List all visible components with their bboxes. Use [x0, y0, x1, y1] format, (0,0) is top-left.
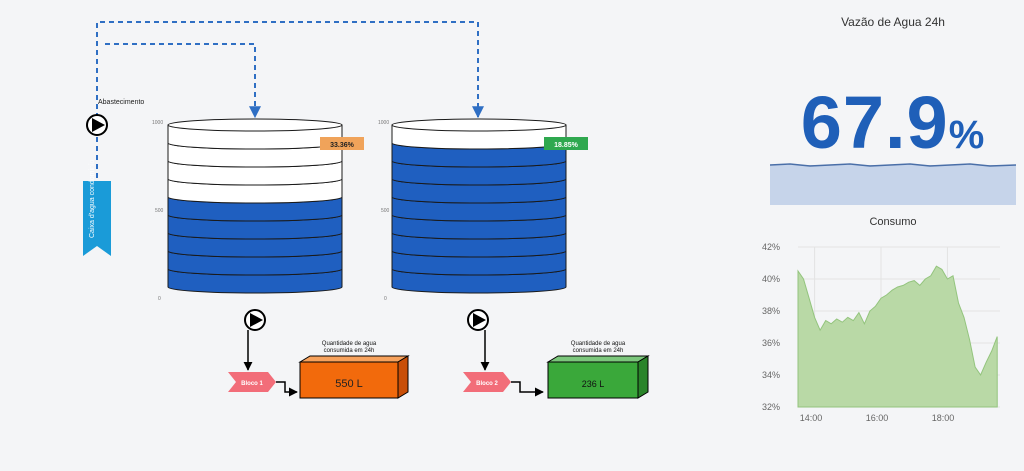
bloco-1-caption-1: Quantidade de agua	[322, 341, 377, 347]
badge-bg	[544, 137, 588, 150]
consumo-area-series	[797, 265, 998, 408]
tank-segment	[391, 214, 567, 240]
tank-segment	[167, 142, 343, 168]
outlet-pump-1-icon[interactable]	[244, 309, 266, 331]
tank-segment	[167, 214, 343, 240]
scale-tick: 0	[384, 296, 387, 302]
tank-segment	[167, 160, 343, 186]
bloco-1[interactable]: Bloco 1	[228, 372, 276, 392]
x-tick-label: 14:00	[800, 413, 823, 423]
outlet-pump-2-icon[interactable]	[467, 309, 489, 331]
y-tick-label: 32%	[762, 402, 780, 412]
gauge-value: 67.9%	[770, 80, 1016, 165]
tank-segment	[167, 196, 343, 222]
y-tick-label: 36%	[762, 338, 780, 348]
tank-1-percent-label: 33.36%	[330, 142, 355, 149]
x-tick-label: 16:00	[866, 413, 889, 423]
tank-1	[167, 118, 343, 294]
scale-tick: 0	[158, 296, 161, 302]
abastecimento-label: Abastecimento	[98, 99, 144, 106]
tank-segment	[391, 178, 567, 204]
consumo-chart: 42% 40% 38% 36% 34% 32% 14:00 16:00 18:0…	[762, 242, 1000, 423]
caixa-agua-banner: Caixa d'agua condominio	[83, 160, 111, 256]
tank-segment	[391, 232, 567, 258]
gauge-sparkline	[770, 163, 1016, 205]
tank-segment	[167, 268, 343, 294]
y-tick-label: 34%	[762, 370, 780, 380]
flow-arrow	[276, 381, 298, 397]
bloco-2[interactable]: Bloco 2	[463, 372, 511, 392]
caixa-agua-label: Caixa d'agua condominio	[89, 160, 96, 238]
y-tick-label: 40%	[762, 274, 780, 284]
bloco-2-value: 236 L	[582, 379, 605, 389]
bloco-1-consumption-box: Quantidade de agua consumida em 24h 550 …	[298, 341, 410, 399]
tank-segment	[391, 268, 567, 294]
y-tick-label: 38%	[762, 306, 780, 316]
bloco-1-caption-2: consumida em 24h	[324, 348, 375, 354]
supply-pump-icon[interactable]	[86, 114, 108, 136]
flow-arrow	[511, 381, 544, 397]
consumo-title: Consumo	[869, 216, 917, 228]
tank-2-percent-label: 18.85%	[554, 142, 579, 149]
bloco-2-label: Bloco 2	[476, 381, 498, 387]
tank-2	[391, 118, 567, 294]
bloco-2-consumption-box: Quantidade de agua consumida em 24h 236 …	[546, 341, 650, 399]
scale-ticks-2: 1000 500 0	[378, 120, 390, 302]
plant-diagram: Abastecimento Caixa d'agua condominio 10…	[83, 21, 650, 399]
tank-segment	[391, 142, 567, 168]
bloco-1-value: 550 L	[335, 378, 363, 390]
bloco-1-label: Bloco 1	[241, 381, 263, 387]
scale-tick: 500	[381, 208, 390, 214]
tank-segment	[391, 250, 567, 276]
y-tick-label: 42%	[762, 242, 780, 252]
scale-tick: 1000	[378, 120, 389, 126]
scale-ticks-1: 1000 500 0	[152, 120, 164, 302]
gauge-unit: %	[948, 113, 986, 157]
gauge-title: Vazão de Agua 24h	[841, 15, 945, 29]
supply-lines	[96, 21, 484, 180]
gauge-number: 67.9	[800, 81, 949, 164]
tank-segment	[391, 160, 567, 186]
x-tick-label: 18:00	[932, 413, 955, 423]
scale-tick: 1000	[152, 120, 163, 126]
badge-bg	[320, 137, 364, 150]
tank-segment	[391, 196, 567, 222]
tank-segment	[167, 250, 343, 276]
tank-segment-cap	[391, 118, 567, 132]
scale-tick: 500	[155, 208, 164, 214]
tank-1-percent-badge: 33.36%	[320, 137, 364, 150]
bloco-2-caption-1: Quantidade de agua	[571, 341, 626, 347]
tank-segment	[167, 178, 343, 204]
tank-segment	[167, 232, 343, 258]
tank-2-percent-badge: 18.85%	[544, 137, 588, 150]
tank-segment-cap	[167, 118, 343, 132]
bloco-2-caption-2: consumida em 24h	[573, 348, 624, 354]
